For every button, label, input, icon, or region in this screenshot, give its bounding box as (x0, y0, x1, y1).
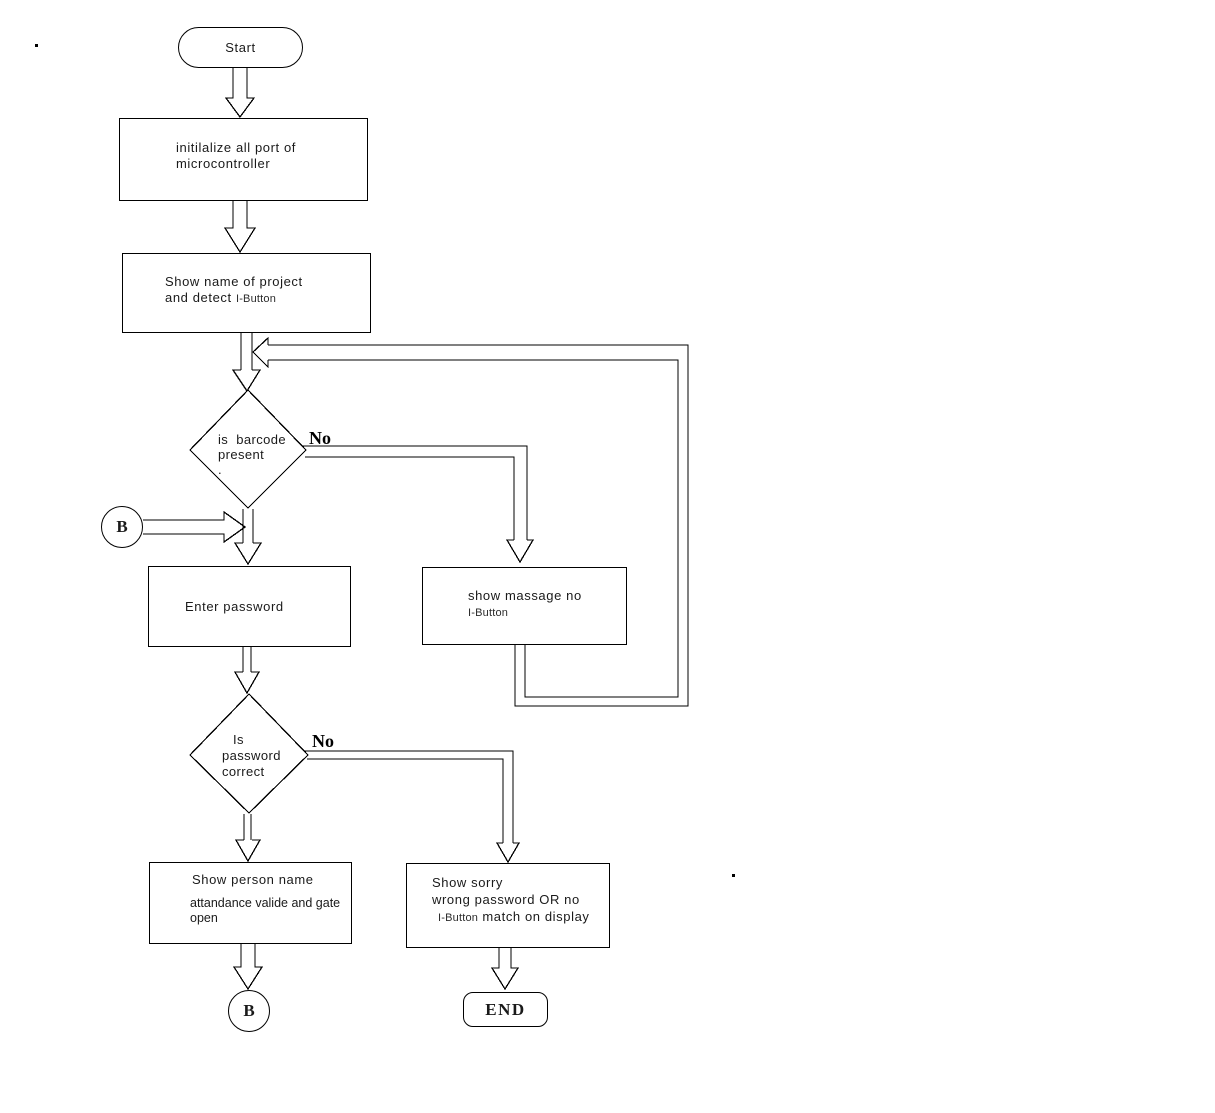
barcode-line1: is barcode (218, 432, 286, 447)
arrow-start-to-init (224, 68, 256, 119)
show-person-line1: Show person name (192, 872, 314, 887)
stray-dot (732, 874, 735, 877)
arrow-sorry-to-end (490, 948, 520, 991)
enter-password-box: Enter password (148, 566, 351, 647)
password-line3: correct (222, 764, 265, 779)
init-ports-line1: initilalize all port of (176, 140, 297, 155)
show-person-name-box: Show person name attandance valide and g… (149, 862, 352, 944)
ibutton-text: I-Button (235, 293, 277, 305)
show-project-name-box: Show name of project and detect I-Button (122, 253, 371, 333)
arrow-barcode-to-password (233, 509, 263, 566)
enter-password-label: Enter password (185, 599, 284, 614)
show-sorry-box: Show sorry wrong password OR no I-Button… (406, 863, 610, 948)
start-label: Start (225, 39, 256, 55)
stray-dot (35, 44, 38, 47)
arrow-barcode-no-branch (303, 445, 535, 564)
barcode-decision-diamond (189, 389, 307, 509)
show-massage-line2: I-Button (468, 607, 509, 619)
detect-text: and detect (165, 290, 232, 305)
show-project-line1: Show name of project (165, 274, 303, 289)
end-label: END (485, 999, 526, 1019)
show-massage-box: show massage no I-Button (422, 567, 627, 645)
show-sorry-line2: wrong password OR no (432, 892, 580, 907)
password-decision-text: Is password correct (222, 732, 281, 780)
sorry-match-text: match on display (482, 909, 590, 924)
arrow-showname-to-barcode (231, 333, 262, 393)
barcode-no-label: No (309, 428, 331, 448)
loop-arrowhead (252, 336, 269, 369)
password-line2: password (222, 748, 281, 763)
password-no-label: No (312, 731, 334, 751)
show-person-line3: open (190, 911, 218, 925)
arrow-decision-to-person (234, 814, 262, 863)
b-connector-left-label: B (116, 517, 128, 536)
show-sorry-line1: Show sorry (432, 875, 504, 890)
b-connector-left: B (101, 506, 143, 548)
password-decision-diamond (189, 693, 309, 814)
init-ports-line2: microcontroller (176, 156, 271, 171)
loop-outer-line (268, 344, 689, 707)
arrow-init-to-showname (223, 201, 257, 254)
show-project-line2: and detect I-Button (165, 290, 370, 307)
show-person-line2: attandance valide and gate (190, 896, 341, 910)
arrow-password-no-branch (305, 750, 521, 864)
end-terminator: END (463, 992, 548, 1027)
barcode-decision-text: is barcode present . (218, 432, 286, 477)
arrow-person-to-b (232, 944, 264, 991)
arrow-enterpw-to-decision (233, 647, 261, 695)
b-connector-bottom-label: B (243, 1001, 255, 1020)
password-line1: Is (233, 732, 244, 747)
show-massage-line1: show massage no (468, 588, 582, 603)
start-terminator: Start (178, 27, 303, 68)
init-ports-box: initilalize all port of microcontroller (119, 118, 368, 201)
loop-inner-line (268, 359, 679, 698)
barcode-line3: . (218, 462, 223, 477)
arrow-bconnector-to-line (143, 510, 247, 544)
show-sorry-line3: I-Button match on display (432, 908, 609, 927)
barcode-line2: present (218, 447, 265, 462)
sorry-ibutton-text: I-Button (438, 912, 479, 924)
b-connector-bottom: B (228, 990, 270, 1032)
